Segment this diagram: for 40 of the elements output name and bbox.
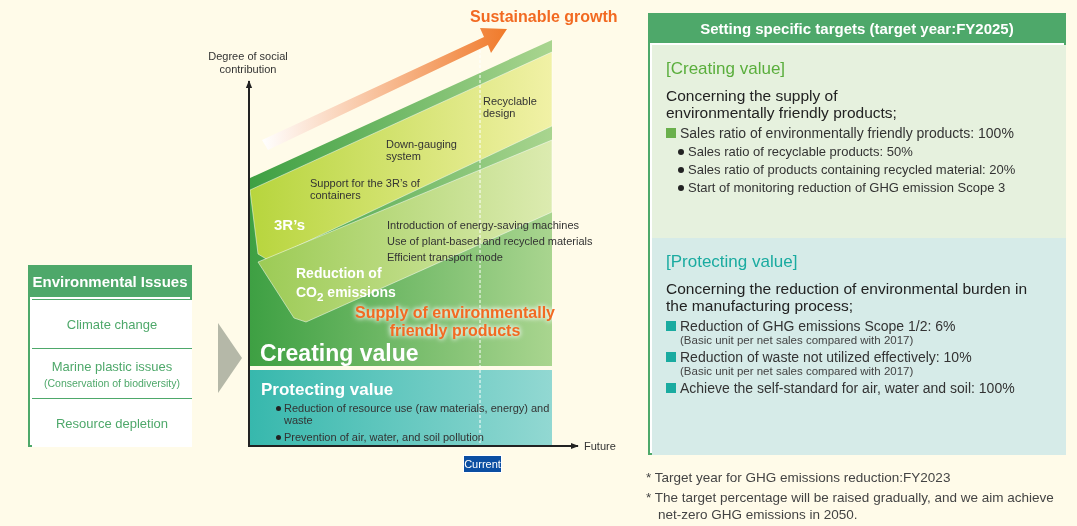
footnote: * Target year for GHG emissions reduction:FY2023 [646, 470, 952, 485]
section-subheading: Concerning the reduction of environmental burden in the manufacturing process; [666, 280, 1029, 314]
protecting-targets-section [652, 238, 1066, 455]
footnote: * The target percentage will be raised gradually, and we aim achieve net-zero GHG emissions in 2050. [646, 489, 1055, 523]
axis-label: Degree of social contribution [207, 50, 289, 76]
target-item: Reduction of waste not utilized effectively: 10% [680, 349, 972, 365]
section-heading: [Protecting value] [666, 252, 799, 272]
band-text: Efficient transport mode [387, 251, 504, 263]
band-text: Recyclable design [483, 95, 538, 119]
target-item: Sales ratio of environmentally friendly products: 100% [680, 125, 1014, 141]
band-text: Use of plant-based and recycled materials [387, 235, 594, 247]
band-text: Down-gauging system [386, 138, 458, 162]
target-note: (Basic unit per net sales compared with 2017) [680, 334, 915, 346]
current-tag: Current [463, 455, 502, 473]
target-item: Sales ratio of products containing recycled material: 20% [688, 162, 1016, 177]
band-text: Support for the 3R’s of containers [310, 177, 421, 201]
issues-table [28, 265, 192, 447]
issue-cell: Resource depletion [32, 398, 192, 447]
axis-label: Future [584, 440, 617, 452]
band-title: 3R’s [274, 216, 307, 233]
band-text: Introduction of energy-saving machines [387, 219, 580, 231]
target-item: Reduction of GHG emissions Scope 1/2: 6% [680, 318, 956, 334]
target-note: (Basic unit per net sales compared with 2017) [680, 365, 915, 377]
band-title: Protecting value [261, 380, 395, 400]
bullet-text: Reduction of resource use (raw materials, energy) and waste [284, 402, 551, 426]
creating-targets-section [652, 45, 1066, 238]
target-item: Sales ratio of recyclable products: 50% [688, 144, 913, 159]
target-item: Achieve the self-standard for air, water and soil: 100% [680, 380, 1015, 396]
bullet-text: Prevention of air, water, and soil pollution [284, 431, 484, 443]
panel-title: Environmental Issues [30, 267, 190, 297]
issue-cell: Climate change [32, 299, 192, 348]
band-title: Reduction of CO$_{2}$ emissions [296, 264, 397, 305]
targets-panel [648, 13, 1066, 455]
band-text: Creating value [260, 340, 420, 367]
growth-label: Sustainable growth [470, 8, 619, 26]
target-item: Start of monitoring reduction of GHG emission Scope 3 [688, 180, 1006, 195]
section-subheading: Concerning the supply of environmentally friendly products; [666, 87, 898, 121]
panel-title: Setting specific targets (target year:FY2025) [650, 15, 1064, 43]
issue-cell: Marine plastic issues (Conservation of biodiversity) [32, 348, 192, 398]
section-heading: [Creating value] [666, 59, 787, 79]
